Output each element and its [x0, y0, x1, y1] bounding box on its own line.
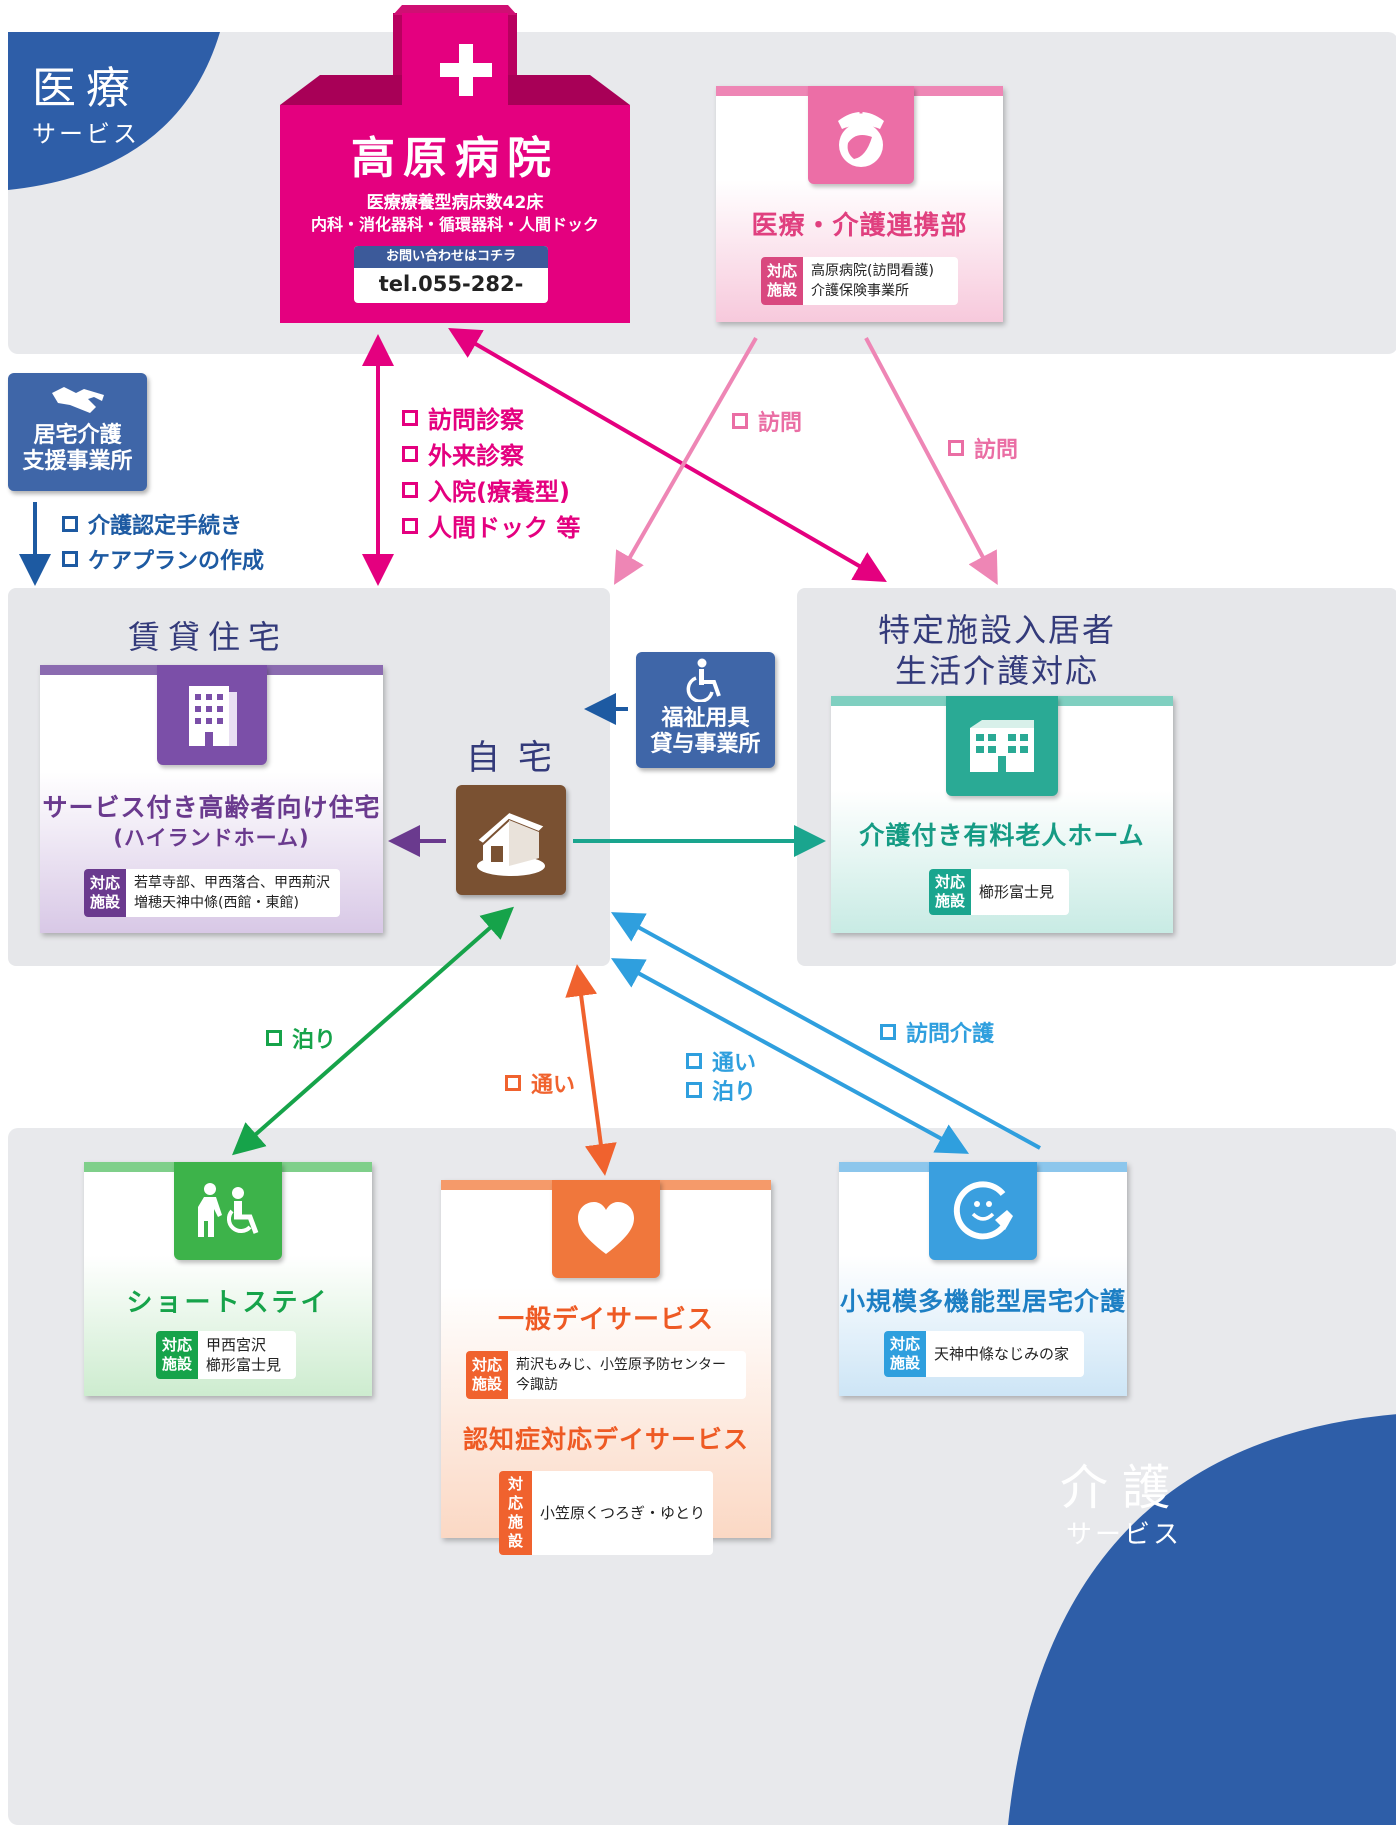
care-support-title-2: 支援事業所: [22, 449, 133, 474]
short-stay-title: ショートステイ: [126, 1288, 330, 1318]
home-label: 自宅: [466, 738, 570, 778]
cooperation-home-arrow: [614, 337, 758, 585]
visit-label-right: 訪問: [948, 432, 1018, 464]
hospital-contact-label: お問い合わせはコチラ: [354, 246, 548, 268]
specified-heading-2: 生活介護対応: [894, 652, 1099, 690]
care-support-service-1: 介護認定手続き: [62, 508, 242, 540]
specified-title: 介護付き有料老人ホーム: [859, 821, 1145, 850]
hospital-service-2: 外来診察: [402, 436, 524, 471]
stay-label-2: 泊り: [686, 1074, 756, 1106]
rental-title: サービス付き高齢者向け住宅: [42, 793, 381, 822]
medical-band: [8, 32, 1396, 354]
care-service-badge: [1008, 1414, 1396, 1825]
hospital-departments: 内科・消化器科・循環器科・人間ドック: [310, 215, 599, 234]
wheelchair-icon: [686, 658, 721, 703]
apartment-icon: [157, 665, 267, 765]
day-service-title: 一般デイサービス: [497, 1305, 714, 1335]
rental-subtitle: (ハイランドホーム): [113, 826, 310, 850]
care-support-office[interactable]: 居宅介護 支援事業所: [8, 373, 147, 491]
specified-facilities: 対応施設 櫛形富士見: [929, 869, 1069, 915]
care-support-service-2: ケアプランの作成: [62, 543, 264, 575]
medical-service-subtitle: サービス: [32, 120, 140, 148]
nurse-icon: [808, 86, 914, 184]
visit-label-left: 訪問: [732, 405, 802, 437]
care-support-title-1: 居宅介護: [33, 423, 122, 448]
day-service-facilities: 対応施設 荊沢もみじ、小笠原予防センター今諏訪: [466, 1351, 746, 1399]
home-icon[interactable]: [456, 785, 566, 895]
commute-label-2: 通い: [686, 1045, 756, 1077]
handshake-icon: [51, 387, 104, 413]
medical-service-badge: [8, 32, 220, 190]
welfare-title-2: 貸与事業所: [650, 732, 761, 757]
dementia-day-service-title: 認知症対応デイサービス: [462, 1425, 749, 1454]
welfare-title-1: 福祉用具: [661, 706, 750, 731]
short-stay-facilities: 対応施設 甲西宮沢櫛形富士見: [156, 1331, 296, 1379]
rental-facilities: 対応施設 若草寺部、甲西落合、甲西荊沢増穂天神中條(西館・東館): [84, 869, 340, 917]
nursing-home-icon: [946, 696, 1058, 796]
cooperation-facilities: 対応施設 高原病院(訪問看護)介護保険事業所: [761, 257, 958, 305]
care-service-subtitle: サービス: [1066, 1520, 1183, 1550]
hospital-name: 高原病院: [351, 133, 559, 184]
commute-label: 通い: [505, 1067, 575, 1099]
medical-service-title: 医療: [32, 63, 140, 114]
heart-icon: [552, 1180, 660, 1278]
hospital-service-3: 入院(療養型): [402, 472, 570, 507]
specified-heading-1: 特定施設入居者: [877, 611, 1116, 649]
home-multi-arrow: [610, 958, 970, 1154]
smile-icon: [929, 1162, 1037, 1260]
care-service-title: 介護: [1060, 1460, 1185, 1516]
dementia-day-service-facilities: 対応施設 小笠原くつろぎ・ゆとり: [499, 1471, 713, 1555]
rental-heading: 賃貸住宅: [128, 618, 289, 656]
caregiver-icon: [174, 1162, 282, 1260]
multi-function-title: 小規模多機能型居宅介護: [839, 1287, 1126, 1316]
home-visit-care-label: 訪問介護: [880, 1016, 994, 1048]
hospital-contact[interactable]: お問い合わせはコチラ tel.055-282-1455: [354, 246, 548, 303]
hospital-beds: 医療療養型病床数42床: [366, 193, 544, 213]
cooperation-title: 医療・介護連携部: [751, 211, 968, 241]
welfare-equipment-office[interactable]: 福祉用具 貸与事業所: [636, 652, 775, 768]
multi-function-facilities: 対応施設 天神中條なじみの家: [884, 1331, 1084, 1377]
hospital-tel: tel.055-282-1455: [378, 272, 524, 296]
stay-label: 泊り: [266, 1022, 336, 1054]
hospital-service-1: 訪問診察: [402, 400, 524, 435]
hospital-service-4: 人間ドック 等: [402, 508, 580, 543]
